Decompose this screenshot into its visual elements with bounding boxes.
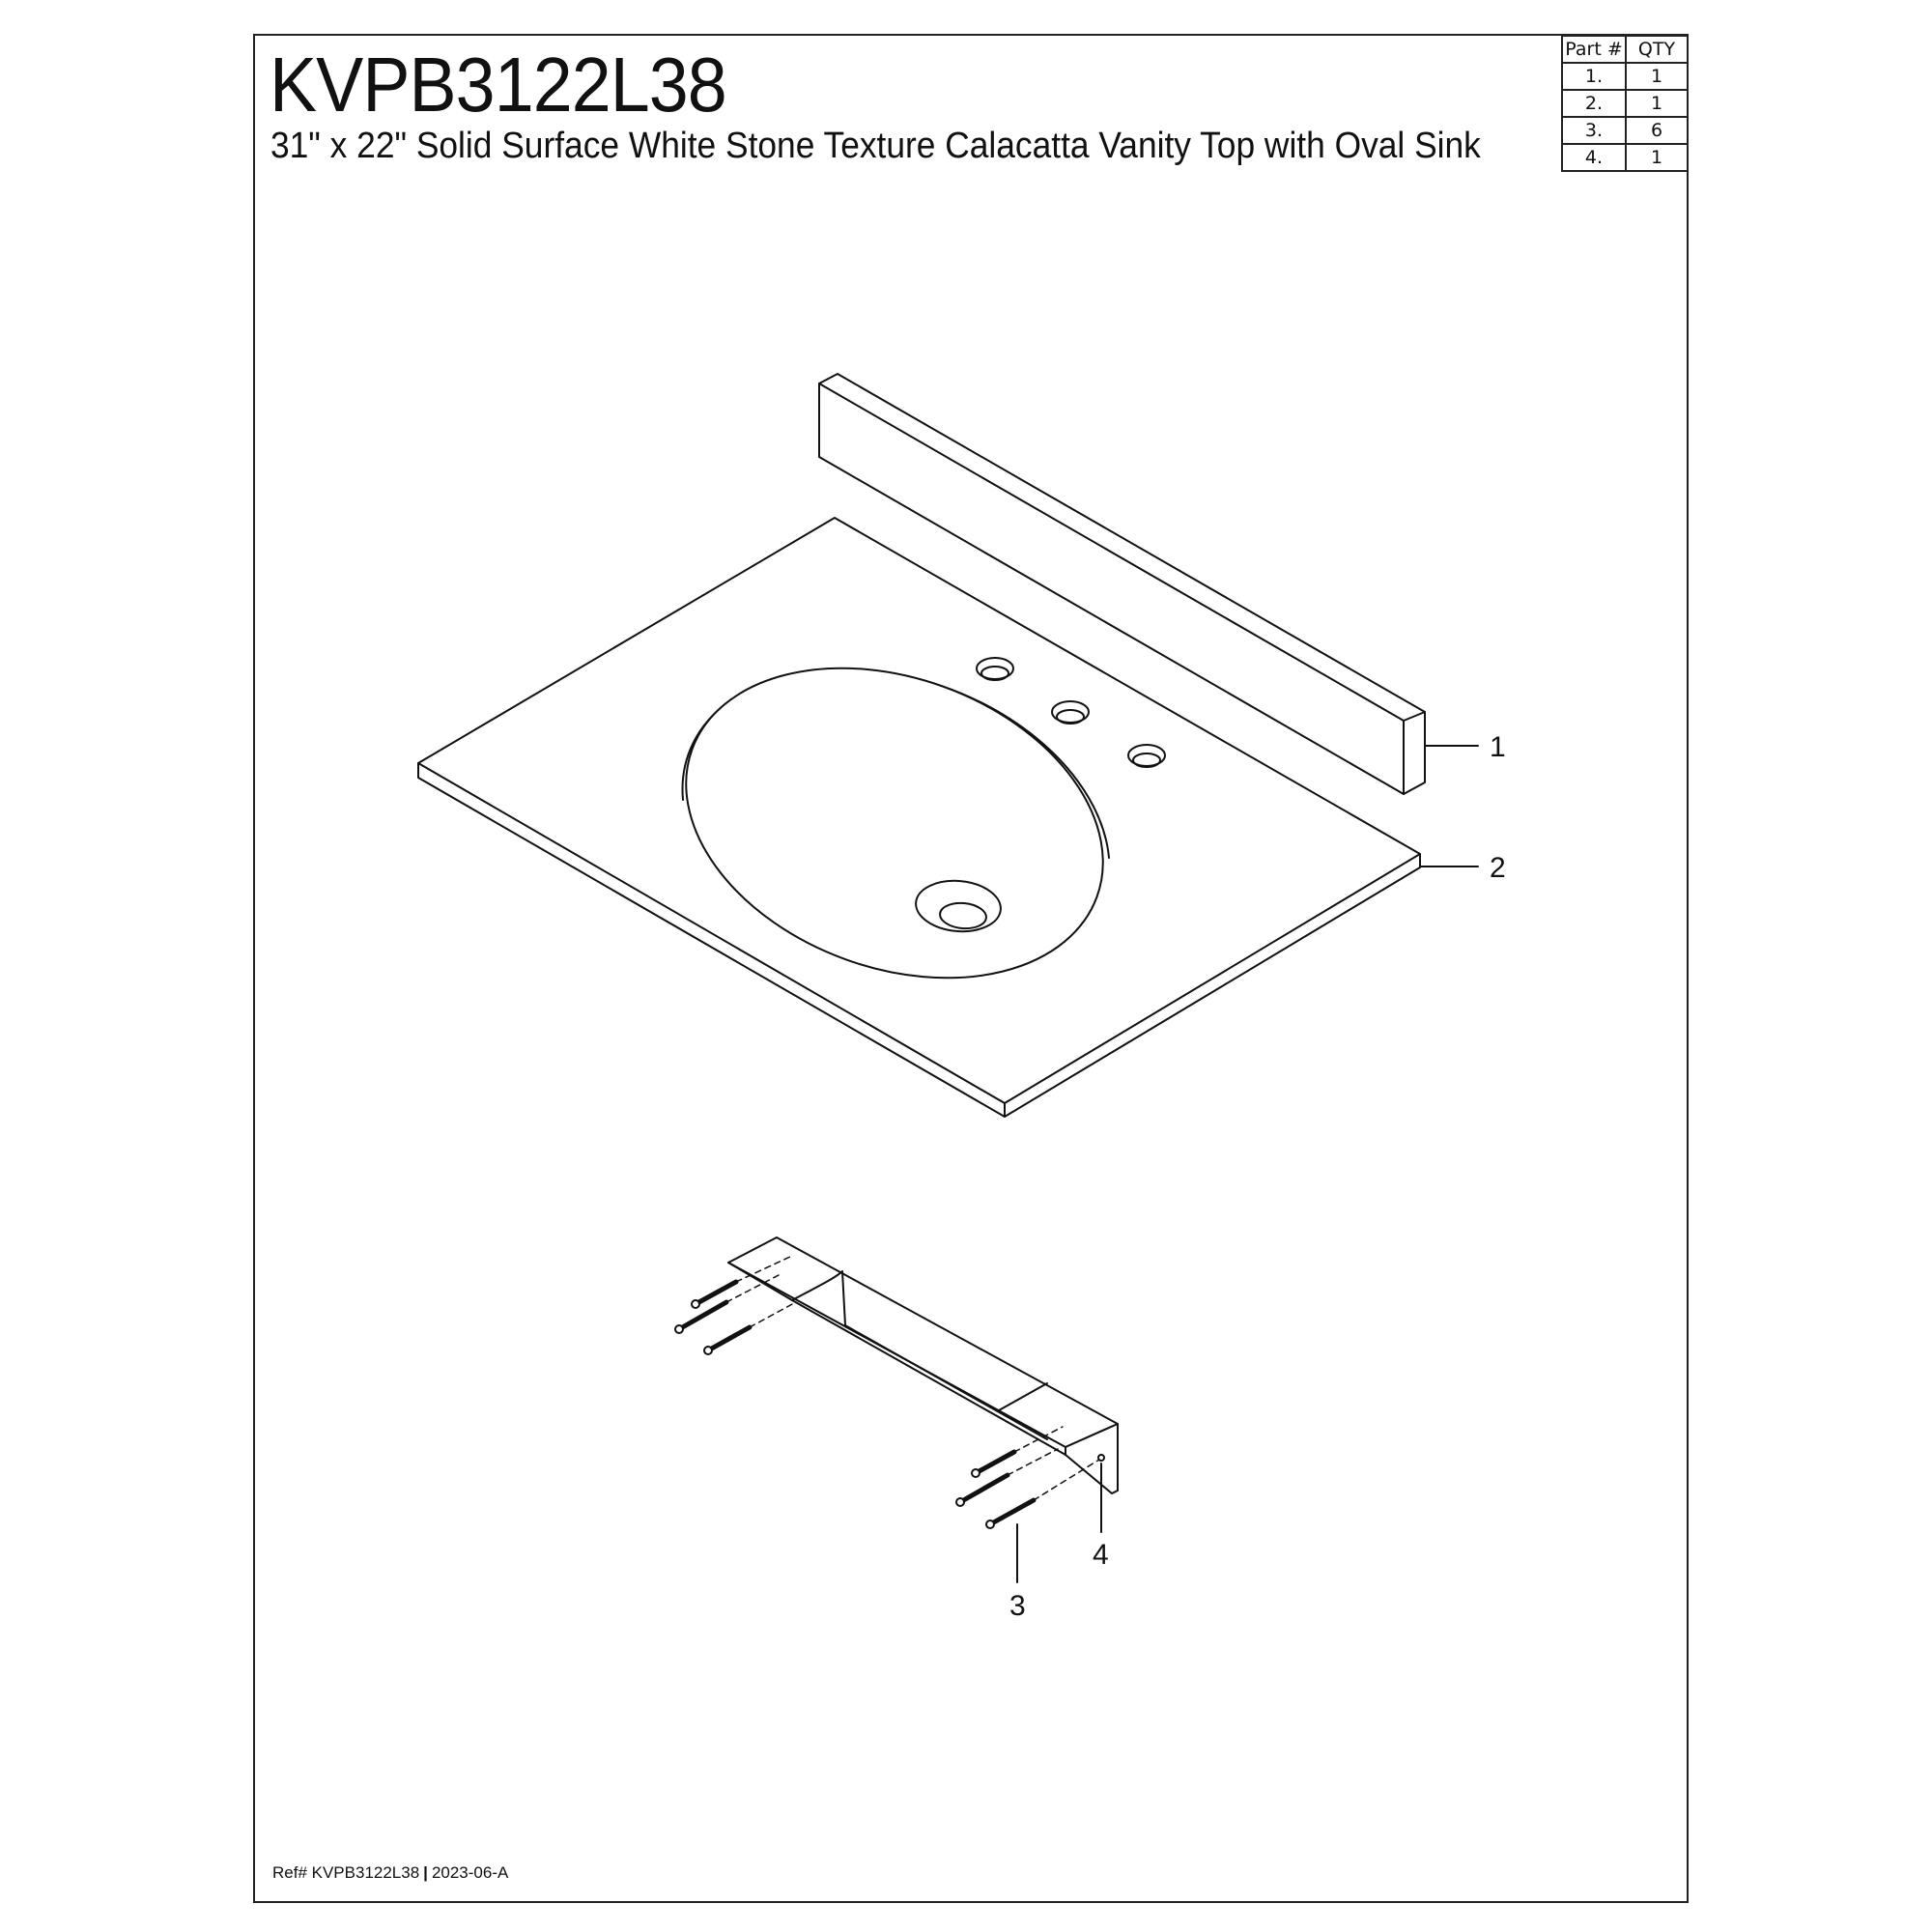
callout-leaders [1016,745,1479,1583]
table-row: 1. 1 [1561,62,1689,91]
header-part-number: Part # [1561,35,1627,64]
callout-label-2: 2 [1490,852,1506,884]
qty-cell: 1 [1625,89,1689,118]
table-row: 3. 6 [1561,116,1689,145]
callout-label-3: 3 [1009,1590,1026,1622]
faucet-holes [976,657,1166,768]
drawing-sheet-border [253,34,1689,1903]
callout-label-4: 4 [1093,1539,1109,1571]
part-number-cell: 3. [1561,116,1627,145]
table-header-row: Part # QTY [1561,35,1689,64]
mounting-bracket-part [727,1236,1119,1494]
backsplash-part [818,373,1426,795]
vanity-top-part [417,517,1421,1118]
drawing-reference-footer: Ref# KVPB3122L38|2023-06-A [272,1863,508,1883]
reference-number: Ref# KVPB3122L38 [272,1863,420,1882]
part-number-cell: 4. [1561,143,1627,172]
parts-quantity-table: Part # QTY 1. 1 2. 1 3. 6 4. 1 [1561,35,1689,172]
screw-heads [674,1299,995,1529]
footer-separator: | [423,1863,428,1882]
screw-alignment-lines [725,1255,1100,1501]
product-description: 31" x 22" Solid Surface White Stone Text… [270,126,1481,166]
part-number-cell: 1. [1561,62,1627,91]
model-number-title: KVPB3122L38 [270,42,727,128]
revision-code: 2023-06-A [431,1863,509,1882]
qty-cell: 6 [1625,116,1689,145]
part-number-cell: 2. [1561,89,1627,118]
callout-label-1: 1 [1490,731,1506,763]
screws-part [676,1279,1037,1527]
oval-sink-basin [681,667,1110,980]
table-row: 4. 1 [1561,143,1689,172]
qty-cell: 1 [1625,62,1689,91]
qty-cell: 1 [1625,143,1689,172]
table-row: 2. 1 [1561,89,1689,118]
header-qty: QTY [1625,35,1689,64]
